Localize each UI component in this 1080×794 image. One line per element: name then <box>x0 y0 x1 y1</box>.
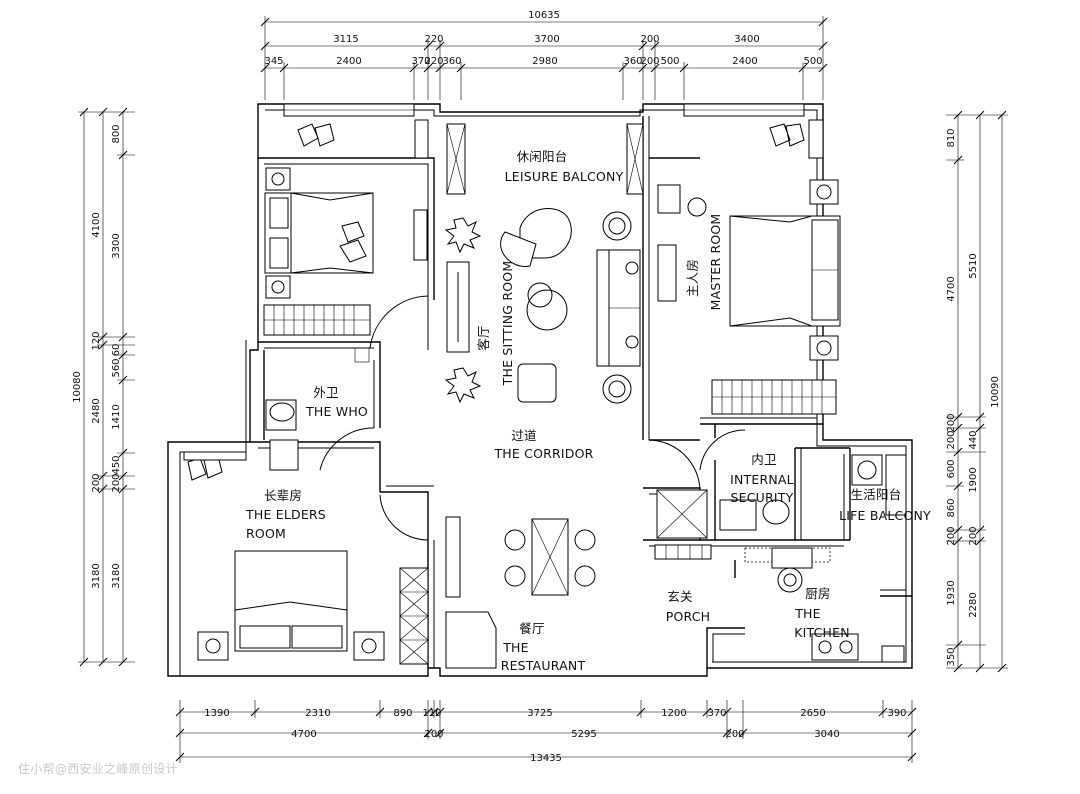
dim-right-fine: 860 <box>946 498 957 517</box>
dim-top-mid: 3400 <box>734 34 759 45</box>
dim-top-fine: 500 <box>803 56 822 67</box>
dim-top-fine: 2980 <box>532 56 557 67</box>
label-porch-en: PORCH <box>666 609 711 624</box>
dim-bottom-mid: 4700 <box>291 729 316 740</box>
dim-top-total: 10635 <box>528 10 560 21</box>
label-elders-cn: 长辈房 <box>264 488 302 503</box>
dim-left-fine: 450 <box>111 455 122 474</box>
dim-top-mid: 3115 <box>333 34 358 45</box>
dim-top-mid: 200 <box>640 34 659 45</box>
label-corridor-cn: 过道 <box>511 428 537 443</box>
label-life-balcony-cn: 生活阳台 <box>851 487 902 502</box>
label-elders-en-2: ROOM <box>246 526 286 541</box>
label-porch-cn: 玄关 <box>667 589 692 604</box>
dim-bottom-fine: 3725 <box>527 708 552 719</box>
label-master-room-cn: 主人房 <box>685 259 700 297</box>
dim-left-mid: 3180 <box>91 563 102 588</box>
dim-top-mid: 220 <box>424 34 443 45</box>
dim-right-mid: 440 <box>968 430 979 449</box>
label-restaurant-en-2: RESTAURANT <box>501 658 586 673</box>
dim-bottom-fine: 390 <box>887 708 906 719</box>
label-restaurant-en-1: THE <box>502 640 529 655</box>
dim-bottom-mid: 200 <box>424 729 443 740</box>
dim-left-fine: 560 <box>111 358 122 377</box>
dim-top-fine: 360 <box>623 56 642 67</box>
dim-right-fine: 200 <box>946 526 957 545</box>
dimension-text-bottom: 1390 2310 890 110 3725 1200 370 2650 390… <box>204 708 906 764</box>
label-kitchen-en-2: KITCHEN <box>794 625 850 640</box>
room-labels: 休闲阳台 LEISURE BALCONY 客厅 THE SITTING ROOM… <box>245 149 931 673</box>
dim-right-total: 10090 <box>990 376 1001 408</box>
dim-right-fine: 1930 <box>946 580 957 605</box>
dim-right-mid: 1900 <box>968 467 979 492</box>
dim-right-mid: 2280 <box>968 592 979 617</box>
dim-left-fine: 200 <box>111 473 122 492</box>
dim-right-fine: 4700 <box>946 276 957 301</box>
label-leisure-balcony-en: LEISURE BALCONY <box>505 169 624 184</box>
dim-right-fine: 200 <box>946 430 957 449</box>
watermark-text: 住小帮@西安业之峰原创设计 <box>18 762 178 776</box>
label-life-balcony-en: LIFE BALCONY <box>839 508 931 523</box>
dim-top-fine: 220 <box>424 56 443 67</box>
dim-right-fine: 810 <box>946 128 957 147</box>
dim-bottom-fine: 370 <box>707 708 726 719</box>
dim-left-fine: 1410 <box>111 404 122 429</box>
dim-top-fine: 370 <box>411 56 430 67</box>
dim-left-mid: 200 <box>91 473 102 492</box>
dim-right-fine: 600 <box>946 459 957 478</box>
dim-left-total: 10080 <box>72 371 83 403</box>
label-corridor-en: THE CORRIDOR <box>493 446 593 461</box>
dim-top-fine: 200 <box>640 56 659 67</box>
dim-bottom-mid: 3040 <box>814 729 839 740</box>
dimension-lines <box>78 16 1008 763</box>
dim-bottom-fine: 110 <box>422 708 441 719</box>
label-internal-en-2: SECURITY <box>731 490 794 505</box>
label-kitchen-cn: 厨房 <box>805 586 830 601</box>
dim-left-mid: 120 <box>91 331 102 350</box>
label-leisure-balcony-cn: 休闲阳台 <box>517 149 568 164</box>
dim-left-mid: 2480 <box>91 398 102 423</box>
label-sitting-room-en: THE SITTING ROOM <box>500 261 515 387</box>
dim-top-fine: 500 <box>660 56 679 67</box>
dim-left-fine: 3300 <box>111 233 122 258</box>
dim-left-fine: 60 <box>111 344 122 357</box>
dim-top-mid: 3700 <box>534 34 559 45</box>
dim-right-mid: 200 <box>968 526 979 545</box>
dim-bottom-mid: 5295 <box>571 729 596 740</box>
label-sitting-room-cn: 客厅 <box>476 325 491 350</box>
dim-left-mid: 4100 <box>91 212 102 237</box>
dimension-text-top: 10635 3115 220 3700 200 3400 345 2400 37… <box>264 10 822 67</box>
label-master-room-en: MASTER ROOM <box>708 214 723 311</box>
dim-left-fine: 800 <box>111 124 122 143</box>
label-restaurant-cn: 餐厅 <box>519 621 544 636</box>
label-who-en: THE WHO <box>305 404 368 419</box>
dim-bottom-mid: 200 <box>725 729 744 740</box>
dim-right-mid: 5510 <box>968 253 979 278</box>
dimension-text-right: 10090 5510 440 1900 200 2280 810 4700 20… <box>946 128 1001 666</box>
dim-right-fine: 200 <box>946 413 957 432</box>
dim-bottom-total: 13435 <box>530 753 562 764</box>
dim-bottom-fine: 890 <box>393 708 412 719</box>
dim-top-fine: 2400 <box>336 56 361 67</box>
dim-right-fine: 350 <box>946 647 957 666</box>
dimension-text-left: 10080 4100 120 2480 200 3180 800 3300 60… <box>72 124 122 588</box>
dim-top-fine: 2400 <box>732 56 757 67</box>
label-elders-en-1: THE ELDERS <box>245 507 326 522</box>
label-kitchen-en-1: THE <box>794 606 821 621</box>
label-who-cn: 外卫 <box>313 385 338 400</box>
dim-bottom-fine: 2310 <box>305 708 330 719</box>
dim-top-fine: 345 <box>264 56 283 67</box>
dim-bottom-fine: 1200 <box>661 708 686 719</box>
dim-left-fine: 3180 <box>111 563 122 588</box>
dim-top-fine: 360 <box>442 56 461 67</box>
furniture <box>183 123 907 669</box>
dim-bottom-fine: 2650 <box>800 708 825 719</box>
label-internal-en-1: INTERNAL <box>730 472 794 487</box>
label-internal-cn: 内卫 <box>751 452 776 467</box>
dim-bottom-fine: 1390 <box>204 708 229 719</box>
